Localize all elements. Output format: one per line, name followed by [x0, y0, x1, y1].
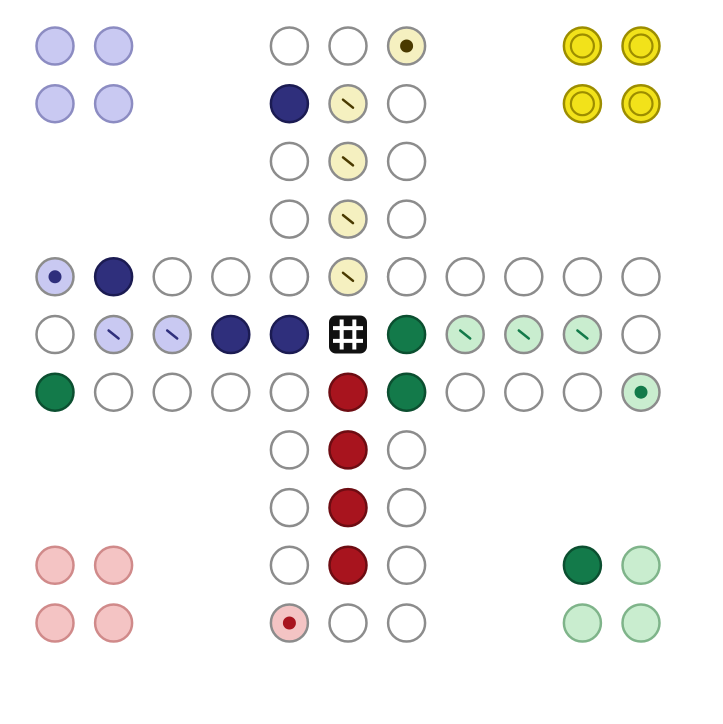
blue-home-space[interactable] — [95, 85, 132, 122]
track-space[interactable] — [271, 28, 308, 65]
red-start-marker — [283, 617, 296, 630]
track-space[interactable] — [623, 258, 660, 295]
green-home-piece[interactable] — [564, 547, 601, 584]
track-space[interactable] — [388, 85, 425, 122]
track-space[interactable] — [271, 489, 308, 526]
track-space[interactable] — [330, 605, 367, 642]
blue-start-marker — [49, 270, 62, 283]
red-game-piece[interactable] — [330, 374, 367, 411]
track-space[interactable] — [330, 28, 367, 65]
track-space[interactable] — [271, 374, 308, 411]
yellow-home-piece[interactable] — [623, 28, 660, 65]
yellow-start-marker — [400, 40, 413, 53]
track-space[interactable] — [212, 258, 249, 295]
green-home-space[interactable] — [623, 547, 660, 584]
red-home-space[interactable] — [37, 605, 74, 642]
track-space[interactable] — [271, 143, 308, 180]
green-game-piece[interactable] — [388, 316, 425, 353]
blue-game-piece[interactable] — [271, 316, 308, 353]
blue-home-space[interactable] — [37, 28, 74, 65]
track-space[interactable] — [388, 258, 425, 295]
blue-game-piece[interactable] — [95, 258, 132, 295]
track-space[interactable] — [447, 374, 484, 411]
green-home-space[interactable] — [564, 605, 601, 642]
track-space[interactable] — [505, 258, 542, 295]
green-game-piece[interactable] — [388, 374, 425, 411]
track-space[interactable] — [271, 258, 308, 295]
track-space[interactable] — [388, 143, 425, 180]
green-game-piece[interactable] — [37, 374, 74, 411]
track-space[interactable] — [388, 201, 425, 238]
green-start-marker — [635, 386, 648, 399]
track-space[interactable] — [564, 258, 601, 295]
track-space[interactable] — [37, 316, 74, 353]
red-home-space[interactable] — [95, 605, 132, 642]
track-space[interactable] — [271, 201, 308, 238]
track-space[interactable] — [154, 258, 191, 295]
yellow-home-piece[interactable] — [623, 85, 660, 122]
green-home-space[interactable] — [623, 605, 660, 642]
track-space[interactable] — [388, 489, 425, 526]
blue-home-space[interactable] — [37, 85, 74, 122]
blue-home-space[interactable] — [95, 28, 132, 65]
track-space[interactable] — [95, 374, 132, 411]
track-space[interactable] — [447, 258, 484, 295]
red-home-space[interactable] — [37, 547, 74, 584]
track-space[interactable] — [388, 605, 425, 642]
blue-game-piece[interactable] — [271, 85, 308, 122]
red-game-piece[interactable] — [330, 431, 367, 468]
track-space[interactable] — [212, 374, 249, 411]
yellow-home-piece[interactable] — [564, 28, 601, 65]
track-space[interactable] — [271, 547, 308, 584]
track-space[interactable] — [271, 431, 308, 468]
red-game-piece[interactable] — [330, 547, 367, 584]
red-game-piece[interactable] — [330, 489, 367, 526]
track-space[interactable] — [388, 547, 425, 584]
track-space[interactable] — [154, 374, 191, 411]
dice-icon[interactable] — [329, 316, 367, 354]
red-home-space[interactable] — [95, 547, 132, 584]
yellow-home-piece[interactable] — [564, 85, 601, 122]
blue-game-piece[interactable] — [212, 316, 249, 353]
track-space[interactable] — [388, 431, 425, 468]
track-space[interactable] — [564, 374, 601, 411]
track-space[interactable] — [623, 316, 660, 353]
track-space[interactable] — [505, 374, 542, 411]
